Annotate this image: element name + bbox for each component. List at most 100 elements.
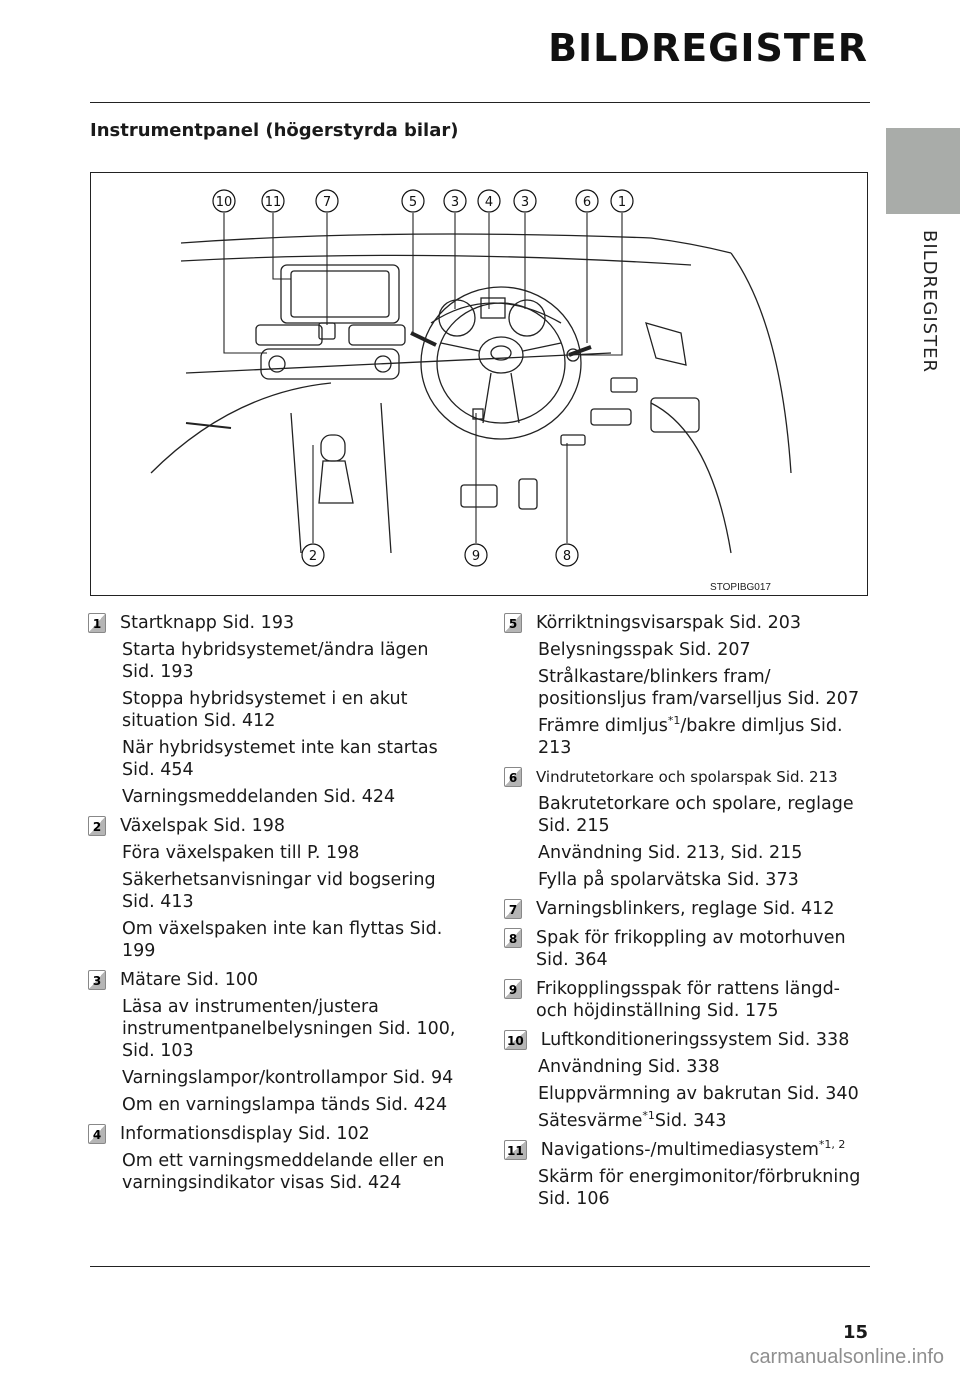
side-tab-label: BILDREGISTER <box>919 230 940 373</box>
page-number: 15 <box>842 1322 868 1343</box>
item-heading: Varningsblinkers, reglage Sid. 412 <box>536 899 835 919</box>
item-number: 4 <box>88 1124 106 1144</box>
list-item: 1 Startknapp Sid. 193 Starta hybridsystem… <box>88 612 458 808</box>
multimedia-screen <box>280 264 400 324</box>
callout-label: 9 <box>472 549 480 564</box>
callout-label: 6 <box>583 195 591 210</box>
callout-2 <box>301 543 325 567</box>
steering-wheel <box>420 286 582 440</box>
item-number: 9 <box>504 979 522 999</box>
item-sub: Bakrutetorkare och spolare, reglage Sid.… <box>538 794 854 836</box>
item-heading: Körriktningsvisarspak Sid. 203 <box>536 613 802 633</box>
item-number: 10 <box>504 1030 527 1050</box>
item-heading: Spak för frikoppling av motorhuven Sid. … <box>536 928 846 970</box>
callout-label: 7 <box>323 195 331 210</box>
callout-10 <box>212 189 236 213</box>
callout-label: 10 <box>216 195 233 210</box>
item-sub: Belysningsspak Sid. 207 <box>538 640 751 660</box>
climate-panel <box>260 348 400 380</box>
item-sub-seat: Sätesvärme*1Sid. 343 <box>504 1110 874 1132</box>
side-tab-marker <box>886 128 960 214</box>
callout-label: 5 <box>409 195 417 210</box>
seat-text-tail: Sid. 343 <box>654 1111 727 1131</box>
item-sub: Om växelspaken inte kan flyttas Sid. 199 <box>122 919 443 961</box>
item-sub: Användning Sid. 338 <box>538 1057 720 1077</box>
callout-6 <box>575 189 599 213</box>
list-item: 4 Informationsdisplay Sid. 102 Om ett var… <box>88 1123 458 1194</box>
item-number: 6 <box>504 767 522 787</box>
list-item: 8 Spak för frikoppling av motorhuven Sid.… <box>504 927 874 971</box>
watermark: carmanualsonline.info <box>749 1346 944 1368</box>
item-number: 8 <box>504 928 522 948</box>
callout-1 <box>610 189 634 213</box>
callout-5 <box>401 189 425 213</box>
left-column: 1 Startknapp Sid. 193 Starta hybridsystem… <box>88 612 458 1201</box>
callout-label: 3 <box>521 195 529 210</box>
callout-label: 4 <box>485 195 493 210</box>
list-item: 2 Växelspak Sid. 198 Föra växelspaken til… <box>88 815 458 962</box>
item-number: 5 <box>504 613 522 633</box>
item-heading: Vindrutetorkare och spolarspak Sid. 213 <box>536 768 838 786</box>
footnote-marker: *1, 2 <box>818 1138 846 1152</box>
item-heading: Mätare Sid. 100 <box>120 970 259 990</box>
item-number: 2 <box>88 816 106 836</box>
item-sub: Om en varningslampa tänds Sid. 424 <box>122 1095 448 1115</box>
item-sub: Föra växelspaken till P. 198 <box>122 843 360 863</box>
section-subtitle: Instrumentpanel (högerstyrda bilar) <box>90 120 459 141</box>
figure-code: STOPIBG017 <box>710 582 771 593</box>
list-item: 9 Frikopplingsspak för rattens längd- och… <box>504 978 874 1022</box>
footnote-marker: *1 <box>642 1109 655 1123</box>
callout-3b <box>513 189 537 213</box>
item-heading: Frikopplingsspak för rattens längd- och … <box>536 979 840 1021</box>
page-title: BILDREGISTER <box>548 26 868 70</box>
footnote-marker: *1 <box>667 714 681 728</box>
header-rule <box>90 102 870 103</box>
dashboard-illustration: 10 11 7 5 3 4 3 6 1 2 9 8 STOPIBG017 <box>90 172 868 596</box>
callout-label: 8 <box>563 549 571 564</box>
item-sub: Fylla på spolarvätska Sid. 373 <box>538 870 799 890</box>
callout-label: 1 <box>618 195 626 210</box>
right-column: 5 Körriktningsvisarspak Sid. 203 Belysnin… <box>504 612 874 1217</box>
item-sub: Starta hybridsystemet/ändra lägen Sid. 1… <box>122 640 429 682</box>
list-item: 7 Varningsblinkers, reglage Sid. 412 <box>504 898 874 920</box>
callout-4 <box>477 189 501 213</box>
item-heading: Startknapp Sid. 193 <box>120 613 295 633</box>
callout-8 <box>555 543 579 567</box>
item-sub: Varningsmeddelanden Sid. 424 <box>122 787 396 807</box>
callout-7 <box>315 189 339 213</box>
fog-text-tail: /bakre dimljus Sid. 213 <box>538 716 843 758</box>
callout-9 <box>464 543 488 567</box>
instrument-cluster <box>430 302 562 324</box>
footer-rule <box>90 1266 870 1267</box>
item-number: 3 <box>88 970 106 990</box>
list-item: 10 Luftkonditioneringssystem Sid. 338 Anv… <box>504 1029 874 1132</box>
item-number: 1 <box>88 613 106 633</box>
item-number: 7 <box>504 899 522 919</box>
item-sub: Om ett varningsmeddelande eller en varni… <box>122 1151 445 1193</box>
item-sub: Skärm för energimonitor/förbrukning Sid.… <box>538 1167 861 1209</box>
callout-label: 3 <box>451 195 459 210</box>
callout-11 <box>261 189 285 213</box>
item-heading: Navigations-/multimediasystem <box>540 1140 819 1160</box>
item-heading: Växelspak Sid. 198 <box>120 816 286 836</box>
callout-3a <box>443 189 467 213</box>
item-sub: Användning Sid. 213, Sid. 215 <box>538 843 803 863</box>
shift-lever-shape <box>320 434 346 462</box>
callout-label: 11 <box>265 195 282 210</box>
hood-release-shape <box>560 434 586 446</box>
item-sub-fog: Främre dimljus*1/bakre dimljus Sid. 213 <box>504 715 874 759</box>
callout-label: 2 <box>309 549 317 564</box>
seat-text: Sätesvärme <box>538 1111 643 1131</box>
list-item: 5 Körriktningsvisarspak Sid. 203 Belysnin… <box>504 612 874 759</box>
list-item: 3 Mätare Sid. 100 Läsa av instrumenten/ju… <box>88 969 458 1116</box>
list-item: 6 Vindrutetorkare och spolarspak Sid. 213… <box>504 766 874 891</box>
item-sub: Läsa av instrumenten/justera instrumentp… <box>122 997 456 1061</box>
item-heading: Informationsdisplay Sid. 102 <box>120 1124 370 1144</box>
fog-text: Främre dimljus <box>538 716 668 736</box>
item-sub: När hybridsystemet inte kan startas Sid.… <box>122 738 438 780</box>
item-heading: Luftkonditioneringssystem Sid. 338 <box>540 1030 850 1050</box>
item-sub: Varningslampor/kontrollampor Sid. 94 <box>122 1068 454 1088</box>
item-sub: Stoppa hybridsystemet i en akut situatio… <box>122 689 408 731</box>
item-sub: Säkerhetsanvisningar vid bogsering Sid. … <box>122 870 436 912</box>
